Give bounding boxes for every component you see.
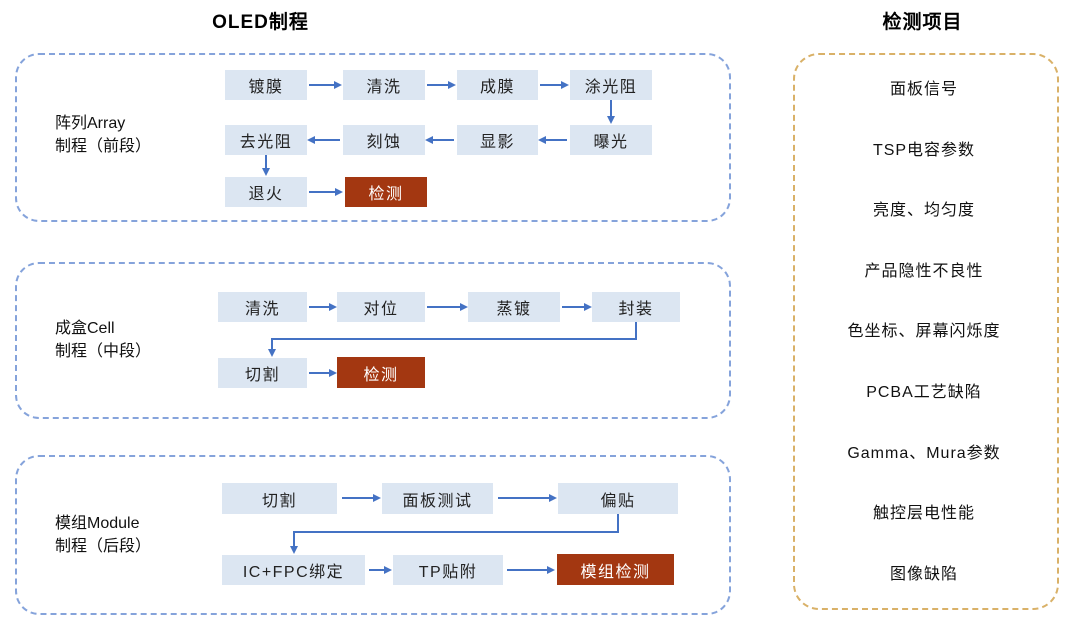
- module-section-label: 模组Module 制程（后段）: [55, 512, 151, 558]
- array-section-label-line2: 制程（前段）: [55, 138, 152, 155]
- connector-line: [293, 531, 619, 533]
- flow-arrow-down-icon: [267, 338, 276, 357]
- process-step: 对位: [337, 292, 425, 322]
- cell-section-label-line2: 制程（中段）: [55, 343, 152, 360]
- inspection-step: 模组检测: [557, 554, 674, 585]
- process-title: OLED制程: [212, 12, 309, 33]
- flow-arrow-right-icon: [427, 80, 456, 89]
- flow-arrow-down-icon: [606, 100, 615, 124]
- cell-section-container: [15, 262, 731, 419]
- connector-line: [635, 322, 637, 340]
- inspection-item: 亮度、均匀度: [872, 202, 975, 220]
- module-section-container: [15, 455, 731, 615]
- process-step: 清洗: [343, 70, 425, 100]
- module-section-label-line2: 制程（后段）: [55, 538, 152, 555]
- flow-arrow-left-icon: [538, 135, 567, 144]
- flow-arrow-down-icon: [261, 155, 270, 176]
- flow-arrow-right-icon: [309, 302, 337, 311]
- array-section-label: 阵列Array 制程（前段）: [55, 112, 151, 158]
- inspection-step: 检测: [345, 177, 427, 207]
- cell-section-label-line1: 成盒Cell: [55, 320, 115, 337]
- flow-arrow-left-icon: [307, 135, 340, 144]
- process-step: 退火: [225, 177, 307, 207]
- process-step: 涂光阻: [570, 70, 652, 100]
- process-step: 切割: [222, 483, 337, 514]
- inspection-item: 面板信号: [889, 81, 958, 99]
- flow-arrow-down-icon: [289, 531, 298, 554]
- inspection-item: 色坐标、屏幕闪烁度: [847, 323, 1001, 341]
- process-step: IC+FPC绑定: [222, 555, 365, 585]
- process-step: 镀膜: [225, 70, 307, 100]
- process-step: 封装: [592, 292, 680, 322]
- flow-arrow-right-icon: [540, 80, 569, 89]
- process-step: 去光阻: [225, 125, 307, 155]
- process-step: 曝光: [570, 125, 652, 155]
- inspection-item: PCBA工艺缺陷: [866, 384, 982, 401]
- flow-arrow-left-icon: [425, 135, 454, 144]
- inspection-item: TSP电容参数: [872, 141, 976, 159]
- flow-arrow-right-icon: [309, 187, 343, 196]
- connector-line: [271, 338, 637, 340]
- process-step: 刻蚀: [343, 125, 425, 155]
- inspection-panel-container: [793, 53, 1059, 610]
- array-section-container: [15, 53, 731, 222]
- cell-section-label: 成盒Cell 制程（中段）: [55, 317, 151, 363]
- process-step: 蒸镀: [468, 292, 560, 322]
- process-step: 成膜: [457, 70, 538, 100]
- connector-line: [617, 514, 619, 533]
- flow-arrow-right-icon: [309, 80, 342, 89]
- inspection-item: Gamma、Mura参数: [847, 444, 1001, 462]
- process-step: 偏贴: [558, 483, 678, 514]
- flow-arrow-right-icon: [369, 565, 392, 574]
- process-step: 面板测试: [382, 483, 493, 514]
- inspection-item: 图像缺陷: [889, 565, 958, 583]
- process-step: 切割: [218, 358, 307, 388]
- flow-arrow-right-icon: [309, 368, 337, 377]
- process-step: 显影: [457, 125, 538, 155]
- module-section-label-line1: 模组Module: [55, 515, 140, 532]
- flow-arrow-right-icon: [507, 565, 555, 574]
- flow-arrow-right-icon: [427, 302, 468, 311]
- inspection-title: 检测项目: [882, 12, 963, 33]
- array-section-label-line1: 阵列Array: [55, 115, 126, 132]
- process-step: TP贴附: [393, 555, 503, 585]
- inspection-step: 检测: [337, 357, 425, 388]
- flow-arrow-right-icon: [498, 493, 557, 502]
- inspection-item: 触控层电性能: [872, 505, 975, 523]
- flow-arrow-right-icon: [562, 302, 592, 311]
- inspection-item: 产品隐性不良性: [864, 262, 984, 280]
- flow-arrow-right-icon: [342, 493, 381, 502]
- inspection-item-list: 面板信号 TSP电容参数 亮度、均匀度 产品隐性不良性 色坐标、屏幕闪烁度 PC…: [795, 57, 1053, 602]
- process-step: 清洗: [218, 292, 307, 322]
